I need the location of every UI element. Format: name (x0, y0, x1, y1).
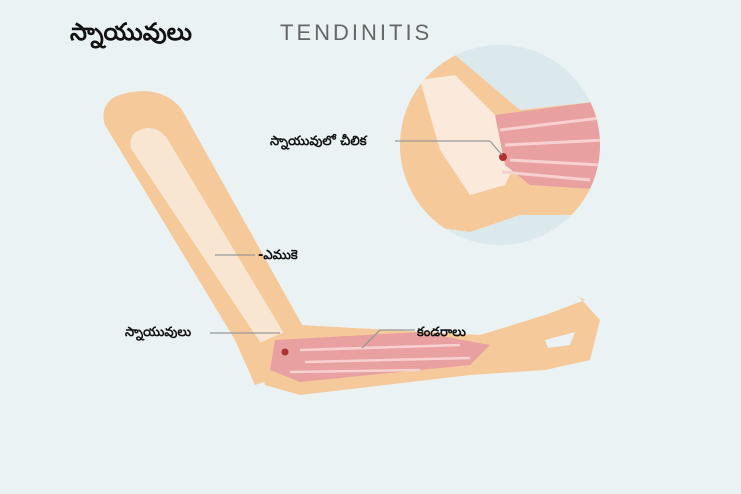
hand-gap (545, 332, 575, 348)
injury-spot-icon (281, 348, 289, 356)
elbow-closeup-inset (400, 45, 600, 245)
label-bone: -ఎముకె (258, 248, 298, 263)
humerus-bone (130, 128, 285, 345)
page-title-english: TENDINITIS (280, 20, 433, 45)
label-tendons: కండరాలు (417, 325, 466, 340)
page-title-telugu: స్నాయువులు (70, 18, 192, 46)
label-tear-in-ligament: స్నాయువులో చీలిక (270, 134, 367, 149)
label-ligaments: స్నాయువులు (125, 325, 192, 340)
forearm-muscle (270, 332, 490, 382)
